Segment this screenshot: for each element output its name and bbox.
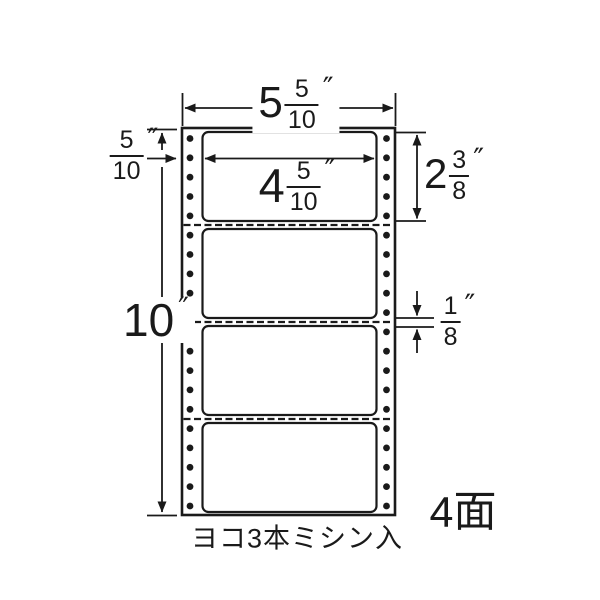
fraction-numerator: 5 [119, 126, 134, 154]
tractor-hole [186, 463, 194, 471]
dim-label-row-gap: 1 8 ″ [439, 288, 476, 350]
dim-fraction: 3 8 [449, 146, 470, 204]
tractor-hole [186, 193, 194, 200]
fraction-denominator: 8 [440, 321, 461, 350]
inch-mark: ″ [324, 153, 336, 187]
perforation-lines [183, 223, 394, 421]
tractor-hole [383, 502, 390, 510]
tractor-hole [186, 289, 194, 297]
tractor-hole [186, 347, 194, 355]
tractor-hole [383, 309, 390, 316]
fraction-denominator: 10 [109, 155, 144, 184]
fraction-denominator: 10 [286, 186, 321, 215]
tractor-hole [186, 251, 194, 258]
tractor-hole [383, 231, 390, 239]
label-cell [201, 421, 378, 514]
inch-mark: ″ [178, 291, 190, 325]
dim-whole-number: 5 [258, 78, 283, 127]
tractor-hole [186, 386, 194, 394]
tractor-hole [383, 173, 390, 181]
tractor-hole [383, 483, 390, 490]
tractor-hole [383, 270, 390, 278]
dim-fraction: 1 8 [440, 292, 461, 350]
dim-label-label-height: 2 3 8 ″ [423, 142, 485, 204]
tractor-hole [383, 154, 390, 162]
inch-mark: ″ [473, 142, 485, 176]
fraction-denominator: 10 [284, 104, 319, 133]
tractor-hole [383, 347, 390, 355]
face-count-label: 4面 [429, 488, 497, 537]
tractor-hole [186, 444, 194, 452]
tractor-hole [186, 405, 194, 413]
perforation-note: ヨコ3本ミシン入 [190, 523, 404, 554]
dim-label-left-margin: 5 10 ″ [108, 122, 159, 184]
dim-fraction: 5 10 [286, 157, 321, 215]
inch-mark: ″ [464, 288, 476, 322]
tractor-hole [186, 367, 194, 374]
tractor-hole [186, 483, 194, 490]
tractor-hole [383, 212, 390, 220]
dim-label-label-width: 4 5 10 ″ [258, 153, 336, 215]
tractor-hole [186, 231, 194, 239]
tractor-hole [383, 425, 390, 432]
dim-label-sheet-height: 10 ″ [116, 291, 196, 346]
tractor-hole [383, 463, 390, 471]
fraction-numerator: 5 [294, 75, 309, 103]
tractor-hole [383, 328, 390, 336]
fraction-numerator: 5 [296, 157, 311, 185]
fraction-denominator: 8 [449, 175, 470, 204]
dim-whole-number: 10 [122, 294, 175, 346]
tractor-hole [383, 386, 390, 394]
dimension-lines [147, 93, 434, 517]
dim-fraction: 5 10 [109, 126, 144, 184]
dim-label-sheet-width: 5 5 10 ″ [252, 71, 340, 133]
tractor-hole [383, 135, 390, 142]
fraction-numerator: 3 [452, 146, 467, 174]
tractor-hole [383, 367, 390, 374]
tractor-hole [383, 193, 390, 200]
tractor-hole [383, 289, 390, 297]
tractor-hole [186, 173, 194, 181]
tractor-hole [186, 154, 194, 162]
dim-fraction: 5 10 [284, 75, 319, 133]
tractor-hole [383, 405, 390, 413]
dim-whole-number: 4 [258, 158, 285, 212]
inch-mark: ″ [322, 71, 334, 105]
dim-whole-number: 2 [423, 150, 448, 197]
label-cell [201, 324, 378, 417]
tractor-hole [186, 135, 194, 142]
tractor-hole [383, 444, 390, 452]
tractor-hole [186, 502, 194, 510]
tractor-hole [186, 270, 194, 278]
tractor-hole [383, 251, 390, 258]
label-cell [201, 227, 378, 320]
tractor-hole [186, 425, 194, 432]
fraction-numerator: 1 [443, 292, 458, 320]
inch-mark: ″ [147, 122, 159, 156]
tractor-hole [186, 212, 194, 220]
